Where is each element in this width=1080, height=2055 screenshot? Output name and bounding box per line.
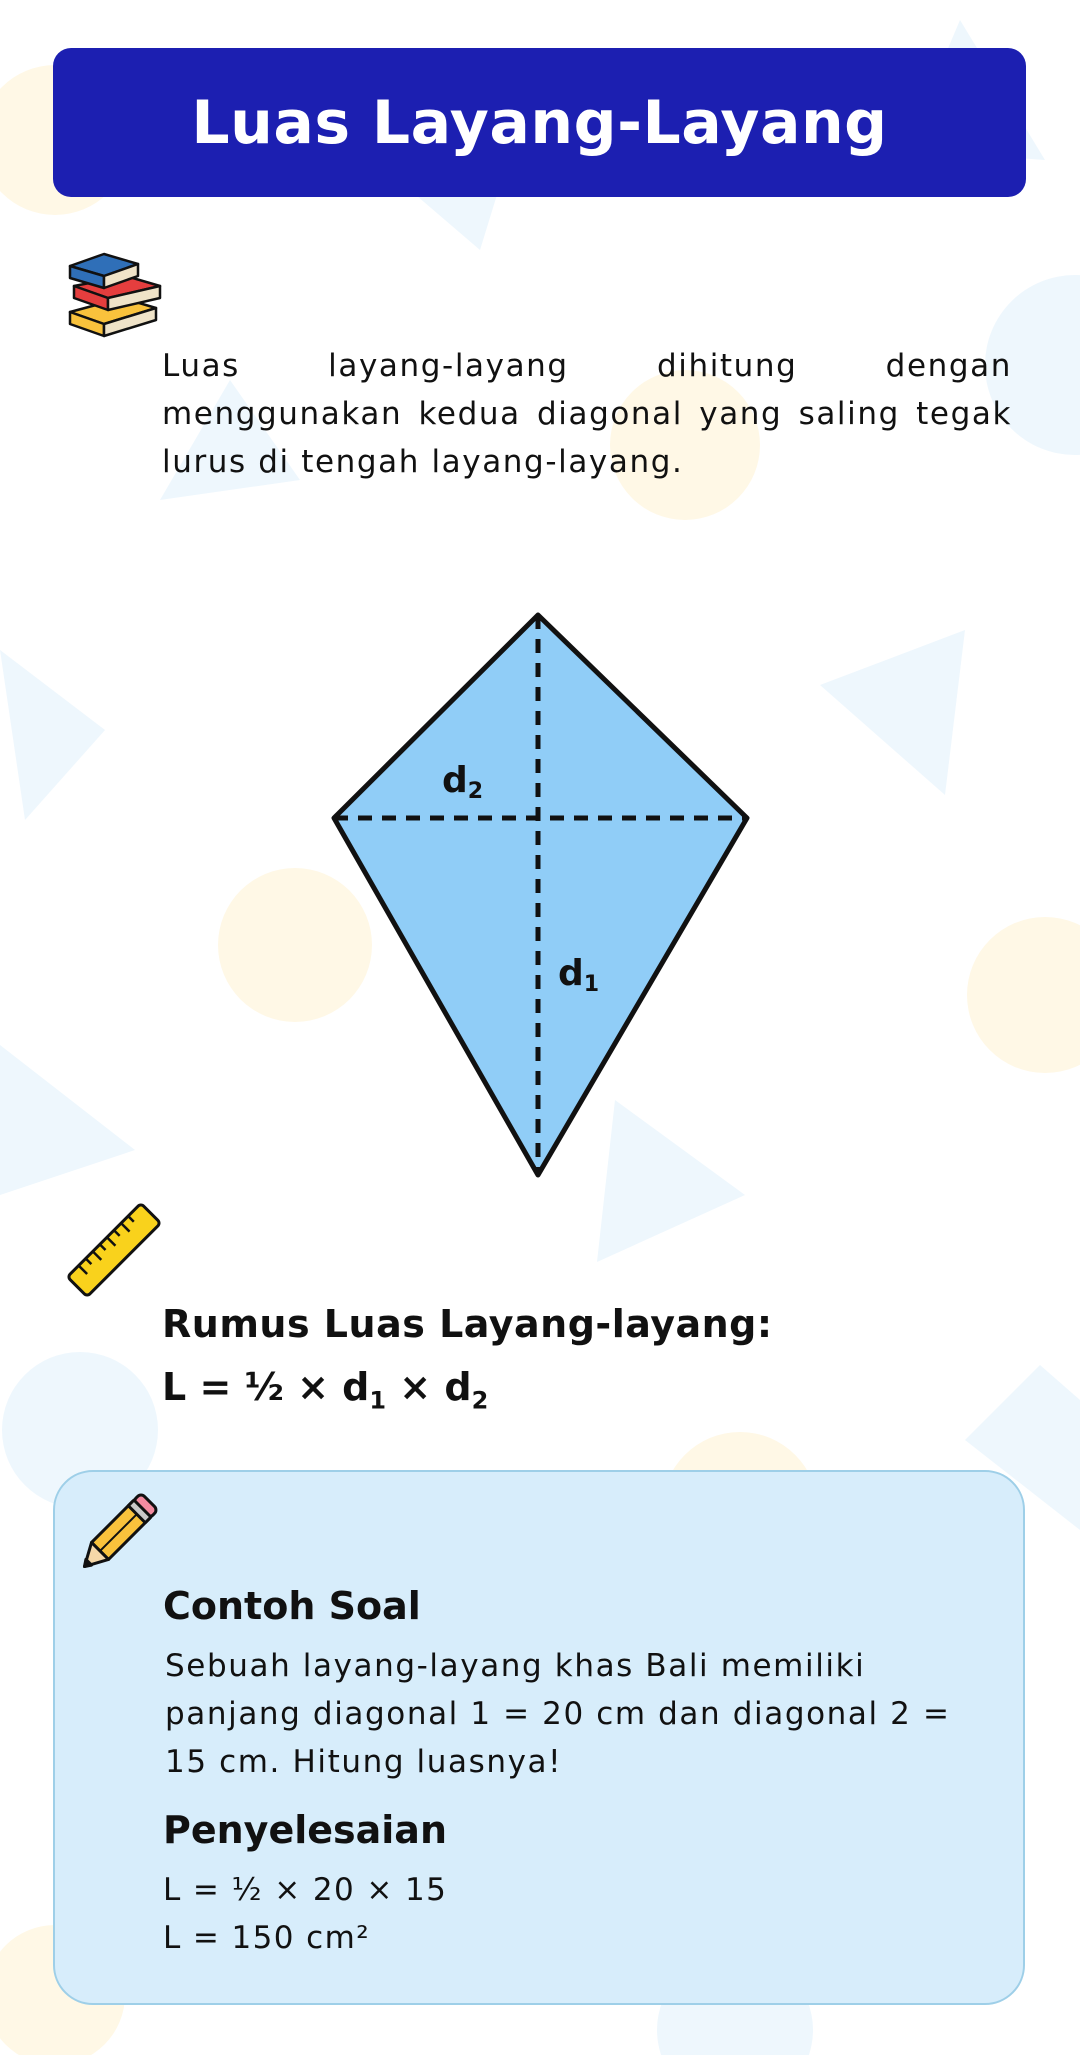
- header-banner: Luas Layang-Layang: [53, 48, 1026, 197]
- formula-title: Rumus Luas Layang-layang:: [162, 1302, 773, 1346]
- d2-label: d2: [442, 760, 483, 804]
- books-icon: [68, 252, 162, 338]
- page-title: Luas Layang-Layang: [191, 87, 888, 158]
- solution-title: Penyelesaian: [163, 1808, 447, 1852]
- solution-line-1: L = ½ × 20 × 15: [163, 1872, 448, 1908]
- example-card: Contoh Soal Sebuah layang-layang khas Ba…: [53, 1470, 1025, 2005]
- pencil-icon: [82, 1493, 158, 1569]
- d1-label: d1: [558, 953, 599, 997]
- example-text: Sebuah layang-layang khas Bali memiliki …: [165, 1648, 951, 1780]
- solution-line-2: L = 150 cm²: [163, 1920, 371, 1956]
- example-title: Contoh Soal: [163, 1584, 421, 1628]
- kite-diagram: d2 d1: [331, 612, 750, 1178]
- ruler-icon: [67, 1203, 161, 1297]
- formula-expression: L = ½ × d1 × d2: [162, 1365, 489, 1415]
- intro-text: Luas layang-layang dihitung dengan mengg…: [162, 348, 1012, 480]
